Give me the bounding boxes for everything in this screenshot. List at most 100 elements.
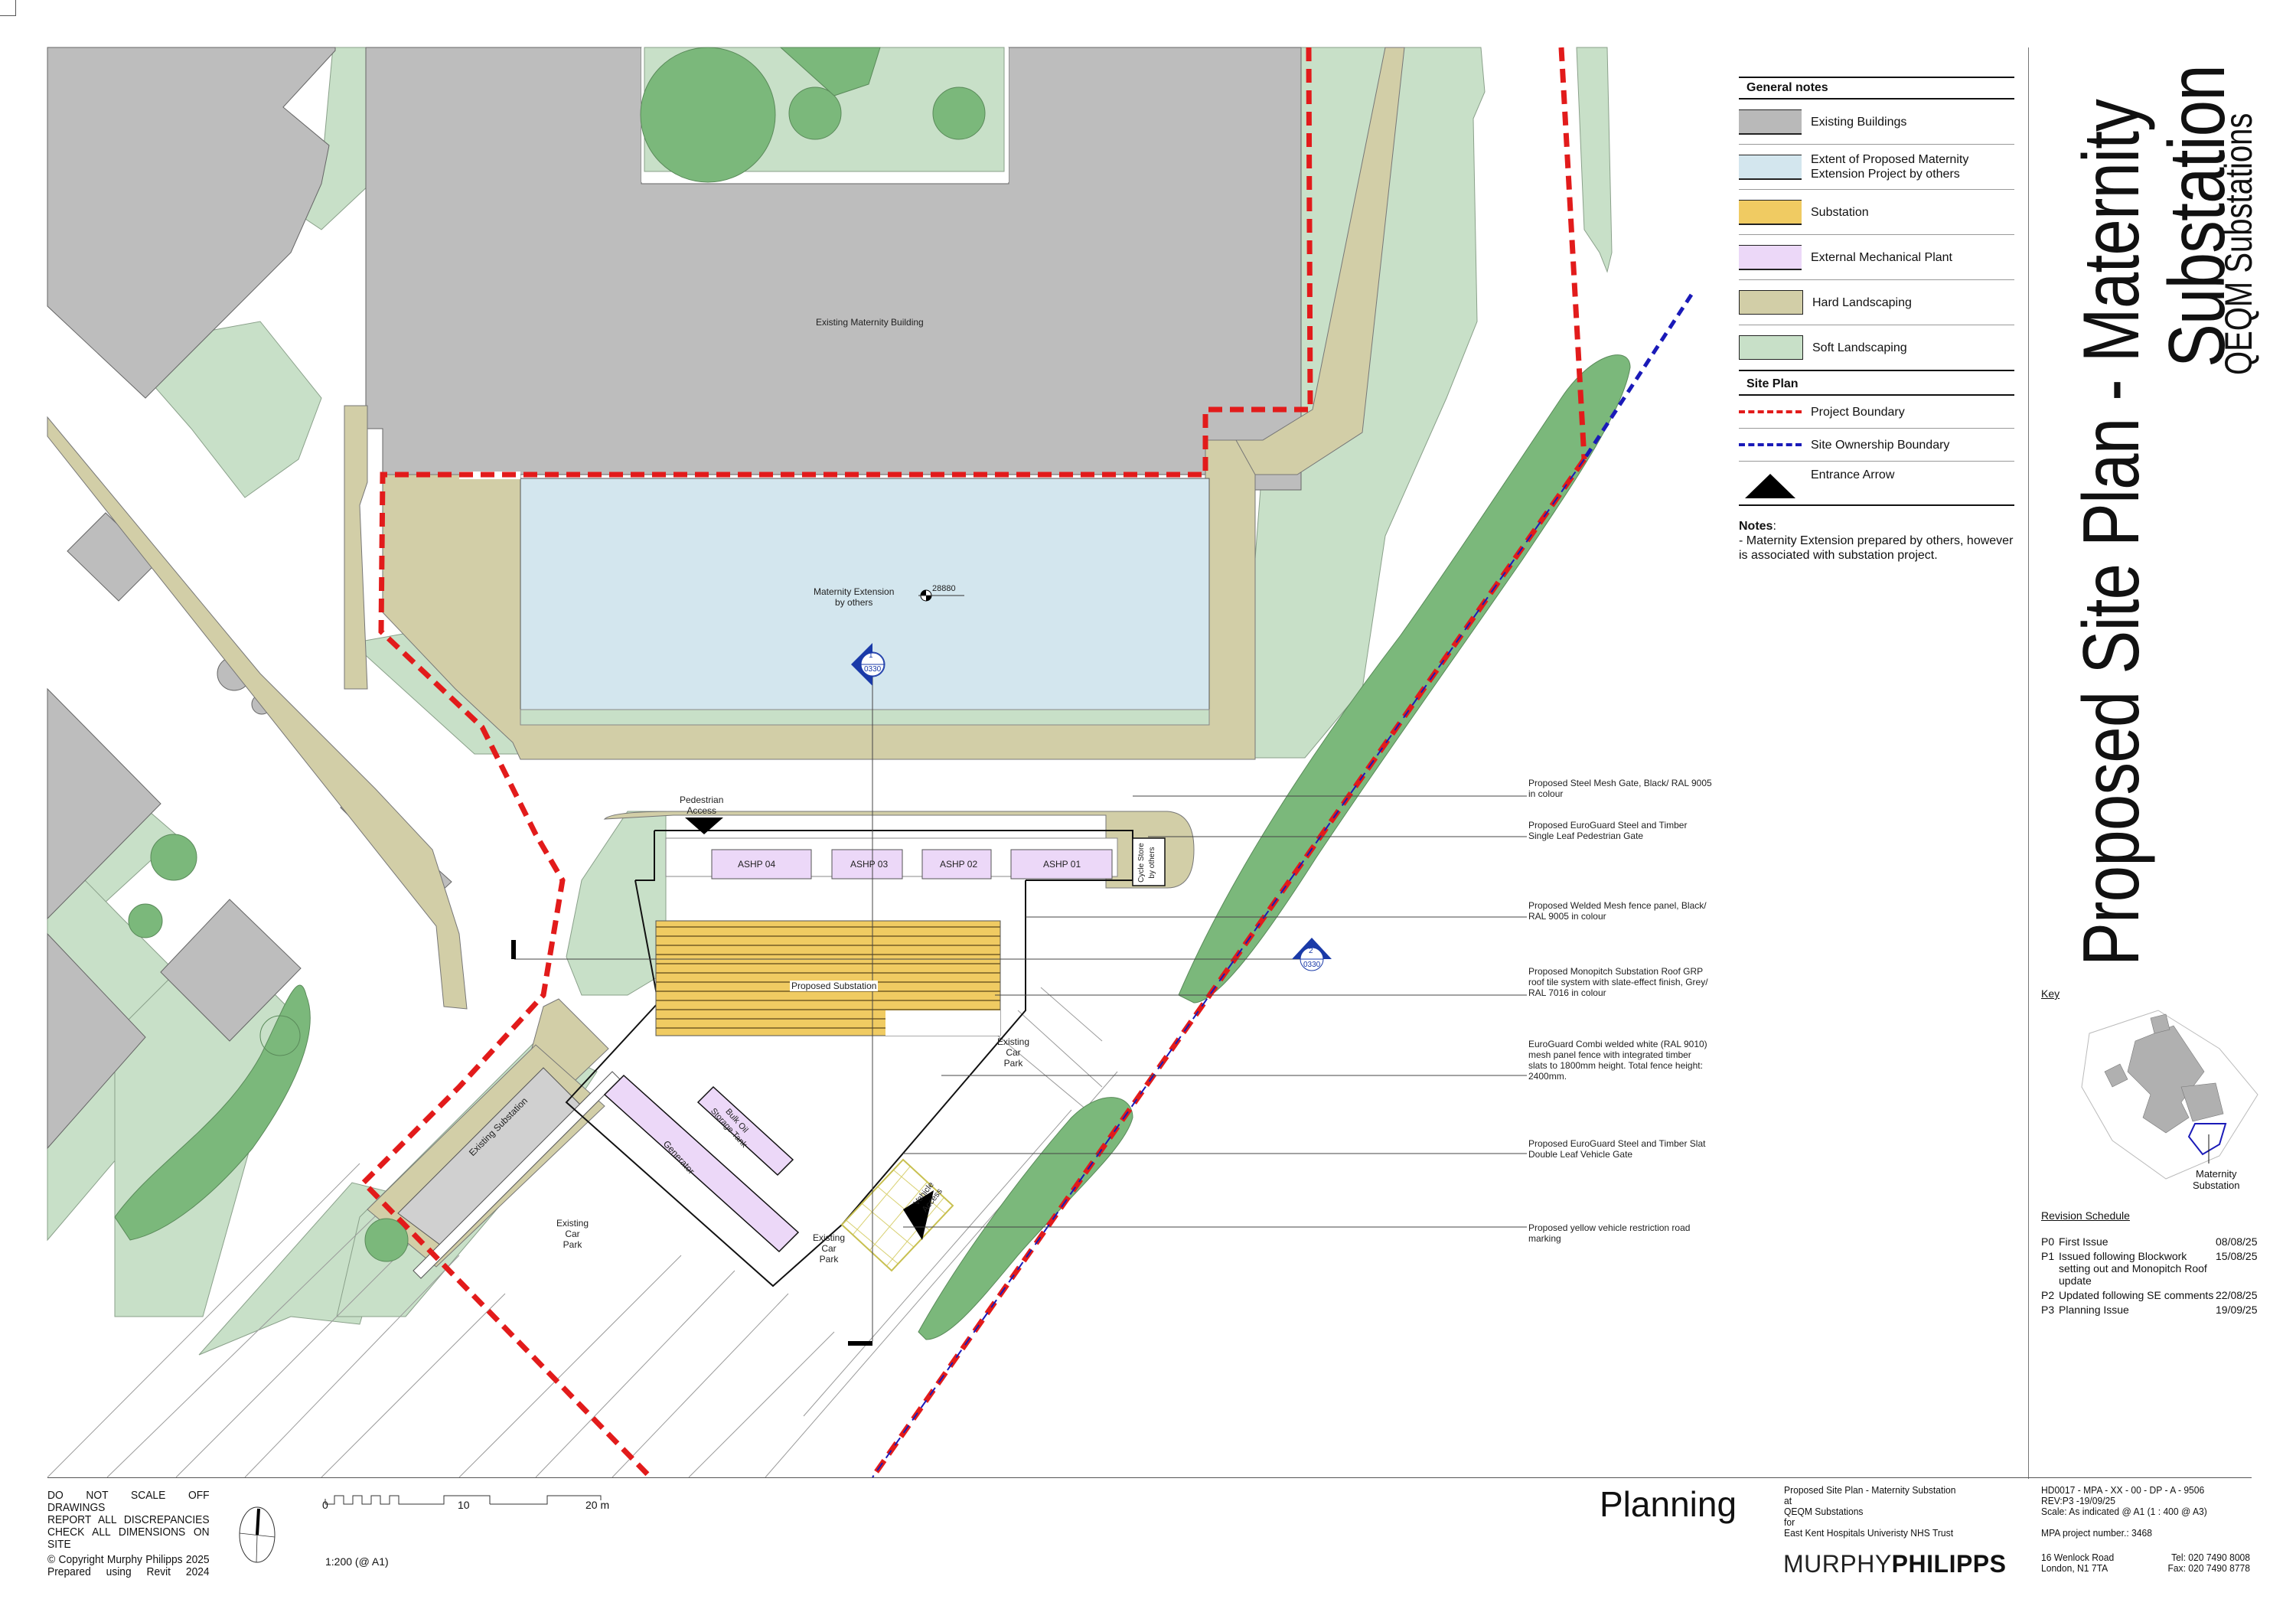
section-1-sheet: 0330 <box>864 665 882 674</box>
legend-item-entrance-arrow: Entrance Arrow <box>1739 462 2014 506</box>
key-plan <box>2081 1010 2258 1180</box>
logo-light: MURPHY <box>1783 1550 1892 1578</box>
key-label: Key <box>2041 987 2060 1000</box>
legend-label: Site Ownership Boundary <box>1811 438 1950 452</box>
legend-item-soft-landscaping: Soft Landscaping <box>1739 325 2014 371</box>
cp1-l2: Car <box>1006 1047 1021 1058</box>
revision-row: P0 First Issue 08/08/25 <box>2041 1235 2263 1248</box>
rev-desc: Issued following Blockwork setting out a… <box>2059 1250 2207 1287</box>
legend-site-plan-heading: Site Plan <box>1739 374 2014 396</box>
legend-label: Existing Buildings <box>1811 115 1907 129</box>
warning-line2: REPORT ALL DISCREPANCIES <box>47 1513 210 1526</box>
label-pedestrian-access: Pedestrian Access <box>680 795 723 816</box>
scalebar-mid: 10 <box>458 1499 470 1511</box>
label-car-park-1: Existing Car Park <box>997 1036 1029 1069</box>
project-boundary-line-icon <box>1739 400 1802 423</box>
sheet-corner-mark <box>0 0 16 16</box>
telephone: Tel: 020 7490 8008 <box>2171 1552 2250 1563</box>
label-maternity-extension-line2: by others <box>835 597 873 608</box>
label-ashp-04: ASHP 04 <box>738 859 776 870</box>
annotation-road-marking: Proposed yellow vehicle restriction road… <box>1528 1222 1691 1244</box>
rev-date: 22/08/25 <box>2216 1289 2258 1301</box>
swatch-existing-buildings <box>1739 109 1802 135</box>
swatch-maternity-extension <box>1739 154 1802 180</box>
drawing-scale-note: Scale: As indicated @ A1 (1 : 400 @ A3) <box>2041 1506 2207 1517</box>
cp3-l1: Existing <box>556 1218 589 1229</box>
drawing-scale: 1:200 (@ A1) <box>325 1555 389 1568</box>
annotation-euroguard-combi-fence: EuroGuard Combi welded white (RAL 9010) … <box>1528 1039 1707 1082</box>
legend: General notes Existing Buildings Extent … <box>1739 77 2014 506</box>
level-value: 28880 <box>932 584 956 593</box>
swatch-mechanical-plant <box>1739 244 1802 270</box>
legend-label: Extent of Proposed Maternity Extension P… <box>1811 153 1969 181</box>
company-contact: Tel: 020 7490 8008 Fax: 020 7490 8778 <box>2164 1552 2250 1574</box>
tb-desc-line: East Kent Hospitals Univeristy NHS Trust <box>1784 1527 1954 1539</box>
pedestrian-line2: Access <box>687 805 717 816</box>
car-park-linework <box>47 987 1118 1478</box>
cycle-line1: Cycle Store <box>1137 843 1146 883</box>
cp2-l1: Existing <box>813 1232 846 1243</box>
cp2-l2: Car <box>821 1243 837 1254</box>
annotation-vehicle-gate: Proposed EuroGuard Steel and Timber Slat… <box>1528 1138 1706 1160</box>
label-maternity-extension: Maternity Extension by others <box>814 586 894 608</box>
tb-desc-line: for <box>1784 1516 1795 1528</box>
existing-buildings <box>47 47 1302 1150</box>
rev-desc: First Issue <box>2059 1235 2108 1248</box>
rev-date: 19/09/25 <box>2216 1304 2258 1316</box>
rev-date: 08/08/25 <box>2216 1235 2258 1248</box>
panel-divider <box>2028 47 2029 1479</box>
label-existing-maternity: Existing Maternity Building <box>816 317 924 328</box>
cp2-l3: Park <box>819 1254 839 1265</box>
legend-item-project-boundary: Project Boundary <box>1739 396 2014 429</box>
tb-desc-line: at <box>1784 1495 1792 1506</box>
label-ashp-02: ASHP 02 <box>940 859 978 870</box>
section-1-number: 1 <box>869 651 873 660</box>
drawing-revision: REV:P3 -19/09/25 <box>2041 1495 2116 1506</box>
scalebar-end: 20 m <box>585 1499 610 1511</box>
drawing-title-line1: Proposed Site Plan - Maternity <box>2067 100 2156 966</box>
copyright-line2: Prepared using Revit 2024 <box>47 1565 210 1578</box>
revision-row: P2 Updated following SE comments 22/08/2… <box>2041 1289 2263 1301</box>
legend-label: Hard Landscaping <box>1812 295 1912 309</box>
vehicle-restriction-marking <box>840 1158 954 1272</box>
swatch-soft-landscaping <box>1739 335 1803 360</box>
legend-item-substation: Substation <box>1739 190 2014 235</box>
fax: Fax: 020 7490 8778 <box>2167 1562 2250 1574</box>
pedestrian-entrance-arrow <box>685 818 723 834</box>
notes-text: - Maternity Extension prepared by others… <box>1739 534 2014 562</box>
entrance-arrow-icon <box>1739 468 1802 498</box>
annotation-welded-mesh-fence: Proposed Welded Mesh fence panel, Black/… <box>1528 900 1707 922</box>
notes-heading: Notes <box>1739 520 1773 533</box>
trees <box>114 354 1631 1340</box>
annotation-pedestrian-gate: Proposed EuroGuard Steel and Timber Sing… <box>1528 820 1688 841</box>
copyright: © Copyright Murphy Philipps 2025 Prepare… <box>47 1554 210 1578</box>
title-block-reference: HD0017 - MPA - XX - 00 - DP - A - 9506 R… <box>2041 1485 2207 1539</box>
address-line1: 16 Wenlock Road <box>2041 1552 2115 1563</box>
section-2-sheet: 0330 <box>1303 961 1321 969</box>
trees-courtyard <box>640 47 986 183</box>
drawing-number: HD0017 - MPA - XX - 00 - DP - A - 9506 <box>2041 1484 2205 1496</box>
label-cycle-store: Cycle Store by others <box>1137 843 1158 883</box>
key-caption-line1: Maternity <box>2195 1168 2237 1180</box>
legend-item-ownership-boundary: Site Ownership Boundary <box>1739 429 2014 462</box>
legend-label: Project Boundary <box>1811 405 1905 419</box>
tb-desc-line: QEQM Substations <box>1784 1506 1864 1517</box>
swatch-substation <box>1739 199 1802 225</box>
rev-code: P0 <box>2041 1235 2055 1248</box>
title-block-divider <box>47 1477 2252 1478</box>
legend-item-existing-buildings: Existing Buildings <box>1739 100 2014 145</box>
legend-item-mechanical-plant: External Mechanical Plant <box>1739 235 2014 280</box>
rev-code: P2 <box>2041 1289 2055 1301</box>
warning-line3: CHECK ALL DIMENSIONS ON SITE <box>47 1526 210 1551</box>
tb-desc-line: Proposed Site Plan - Maternity Substatio… <box>1784 1484 1956 1496</box>
rev-code: P1 <box>2041 1250 2055 1262</box>
legend-label: External Mechanical Plant <box>1811 250 1952 264</box>
cp1-l3: Park <box>1003 1058 1023 1069</box>
legend-label: Entrance Arrow <box>1811 468 1895 481</box>
address-line2: London, N1 7TA <box>2041 1562 2108 1574</box>
cp3-l3: Park <box>563 1239 582 1250</box>
section-marker-2 <box>1292 938 1332 971</box>
logo-bold: PHILIPPS <box>1891 1550 2007 1578</box>
section-lines <box>514 674 1527 1341</box>
